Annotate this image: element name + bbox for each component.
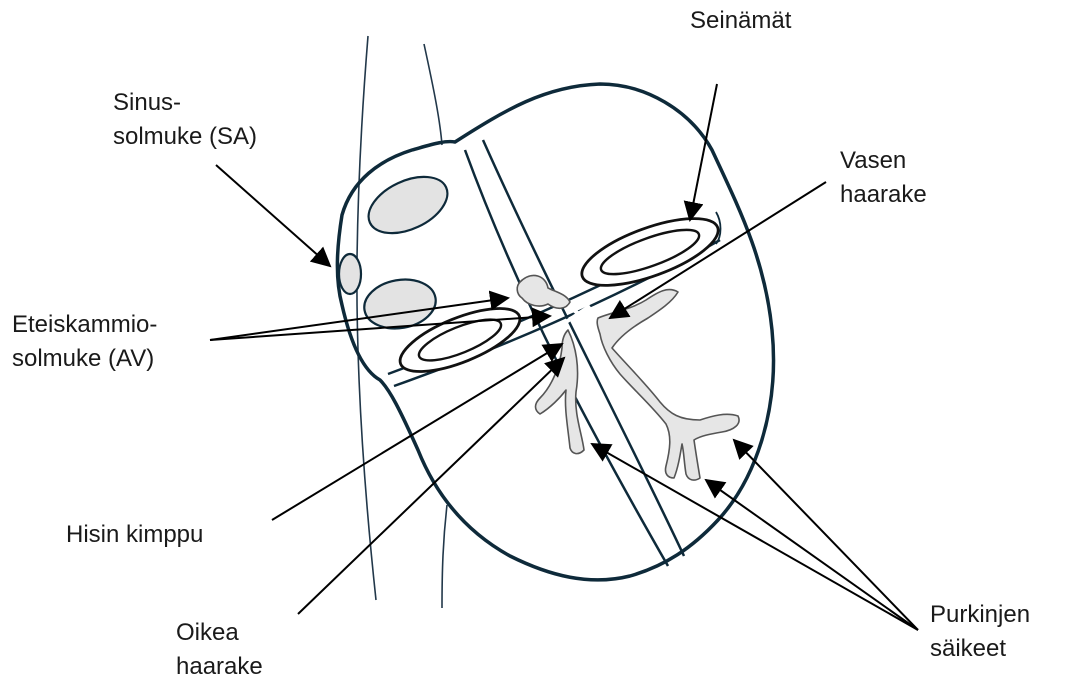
pointer-purkinje-c [734,440,918,630]
pointer-oikea [298,358,564,614]
heart-outline [337,84,773,580]
label-vasen-haarake: Vasen haarake [840,144,927,212]
atrial-opening-upper [360,165,456,244]
right-bundle-branch [536,330,585,454]
pointer-purkinje-a [592,444,918,630]
label-oikea-line1: Oikea [176,616,263,650]
label-sinus-node: Sinus- solmuke (SA) [113,86,257,154]
label-purkinje-line2: säikeet [930,632,1030,666]
label-sinus-line2: solmuke (SA) [113,120,257,154]
label-av-node: Eteiskammio- solmuke (AV) [12,308,157,376]
valve-left [574,205,726,299]
label-av-line1: Eteiskammio- [12,308,157,342]
label-oikea-haarake: Oikea haarake [176,616,263,684]
label-seinamat-text: Seinämät [690,7,791,34]
label-vasen-line2: haarake [840,178,927,212]
label-av-line2: solmuke (AV) [12,342,157,376]
label-oikea-line2: haarake [176,650,263,684]
label-hisin-kimppu: Hisin kimppu [66,518,203,552]
av-node [517,275,570,308]
his-bundle-junction [566,306,590,322]
pointer-sa-node [216,165,330,266]
label-purkinje-line1: Purkinjen [930,598,1030,632]
label-seinamat: Seinämät [690,4,791,38]
sa-node [339,254,361,294]
label-vasen-line1: Vasen [840,144,927,178]
pointer-purkinje-b [706,480,918,630]
left-bundle-branch [597,290,739,481]
label-sinus-line1: Sinus- [113,86,257,120]
label-purkinje: Purkinjen säikeet [930,598,1030,666]
label-hisin-text: Hisin kimppu [66,521,203,548]
